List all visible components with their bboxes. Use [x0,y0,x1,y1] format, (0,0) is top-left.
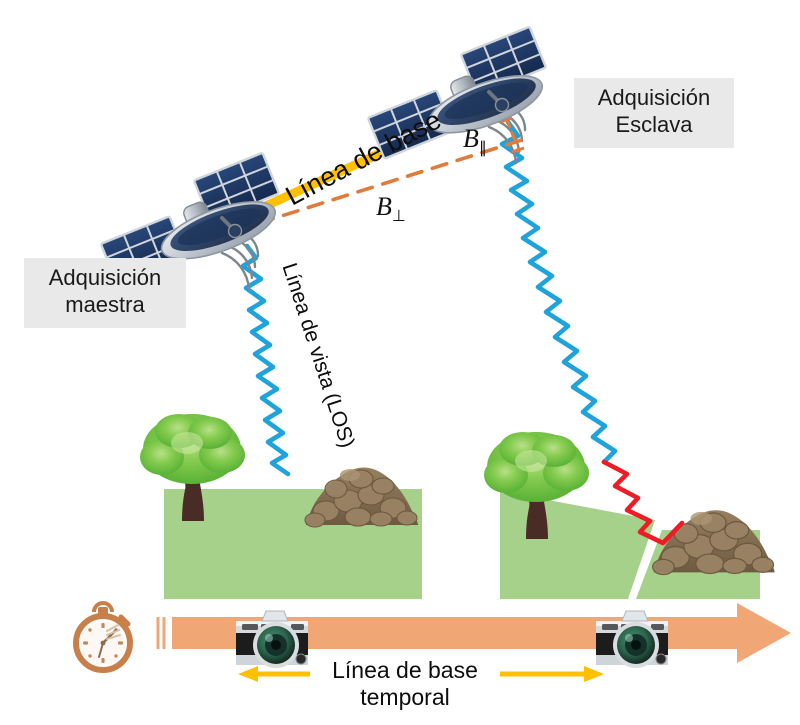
label-b-perpendicular: B⊥ [376,192,406,226]
label-master-line2: maestra [65,291,145,317]
label-slave-line2: Esclava [615,111,693,137]
temporal-baseline-arrow-left [238,666,310,682]
b-par-subscript: ∥ [478,140,487,158]
los-wave-slave-red [601,459,685,546]
label-temporal-baseline: Línea de base temporal [310,657,500,710]
label-master-acquisition: Adquisición maestra [24,258,186,328]
rock-pile-right [652,509,776,576]
b-par-symbol: B [463,124,479,153]
b-parallel-segment [499,115,525,154]
b-perpendicular-line [232,137,527,233]
temporal-baseline-arrow-right [500,666,604,682]
label-temporal-line1: Línea de base [332,657,478,683]
los-wave-slave-blue [499,119,618,465]
label-temporal-line2: temporal [360,683,450,710]
label-b-parallel: B∥ [463,124,487,158]
b-perp-subscript: ⊥ [391,208,406,226]
los-wave-master [240,243,291,477]
b-perp-symbol: B [376,192,392,221]
rock-pile-left [304,466,419,528]
label-slave-acquisition: Adquisición Esclava [574,78,734,148]
label-master-line1: Adquisición [48,265,162,290]
stopwatch-icon [76,603,130,670]
label-slave-line1: Adquisición [597,85,711,110]
